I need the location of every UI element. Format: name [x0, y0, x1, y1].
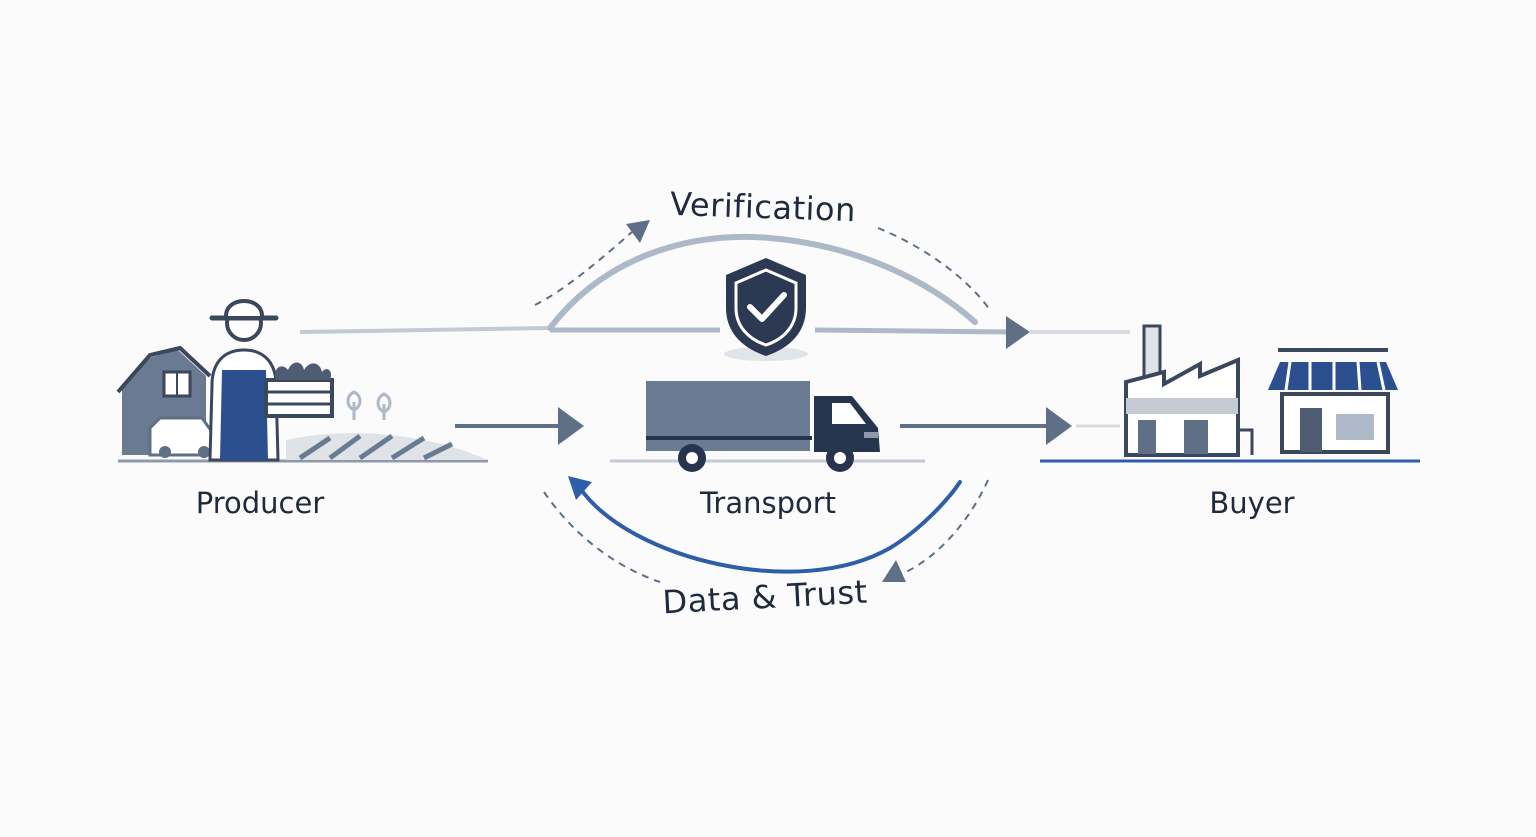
transport-label: Transport	[699, 486, 837, 520]
arrow-to-buyer-top	[1006, 316, 1030, 349]
dashed-arrow-up-left	[534, 231, 633, 306]
dashed-feedback-left	[543, 491, 661, 583]
verification-label: Verification	[669, 184, 857, 230]
dashed-arrowhead-bottom	[882, 560, 906, 582]
blue-arrowhead	[568, 476, 592, 500]
factory-store-icon	[1124, 324, 1398, 457]
dashed-arrow-down-right	[877, 227, 991, 311]
producer-label: Producer	[195, 486, 325, 520]
farmer-icon	[116, 299, 488, 462]
arrowhead-up-left	[626, 220, 650, 243]
dashed-feedback-right	[905, 479, 989, 573]
shield-check-icon	[724, 258, 808, 361]
buyer-label: Buyer	[1209, 486, 1295, 520]
top-flow-line	[299, 233, 1130, 335]
arrowhead-producer-to-transport	[558, 407, 584, 445]
truck-icon	[646, 381, 880, 472]
arrowhead-transport-to-buyer	[1046, 407, 1072, 445]
blue-feedback-arc	[578, 480, 962, 574]
